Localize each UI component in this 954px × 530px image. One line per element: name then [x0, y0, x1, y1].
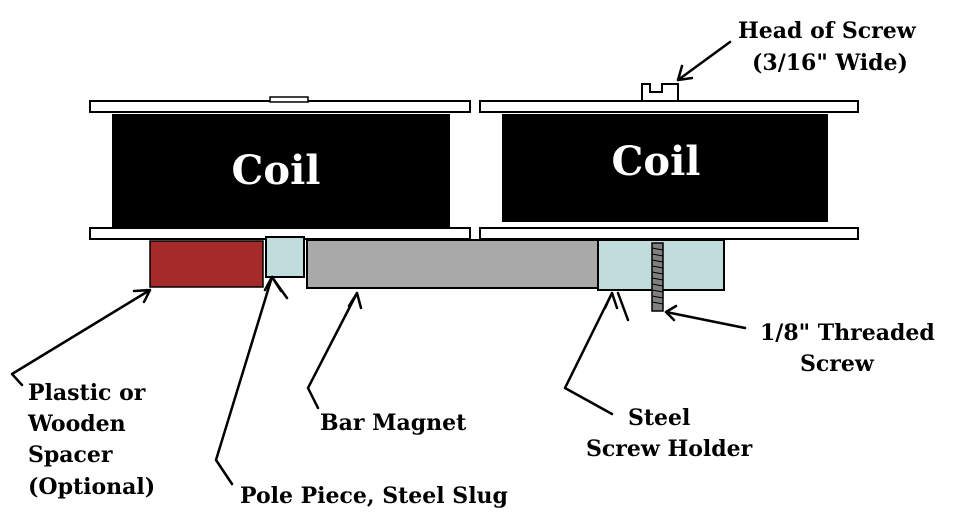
- left-coil-top-flange-slot: [269, 96, 309, 103]
- screw-holder-label-line1: Steel: [628, 405, 690, 431]
- right-coil-winding: [502, 114, 828, 222]
- right-coil-bottom-flange: [479, 227, 859, 240]
- spacer-label-line2: Wooden: [27, 411, 126, 437]
- bar-magnet-arrow: [306, 291, 363, 410]
- threaded-screw-label-line2: Screw: [800, 351, 875, 377]
- spacer-label-line4: (Optional): [28, 474, 155, 500]
- threaded-screw: [651, 242, 664, 312]
- pole-piece-hook: [270, 275, 289, 300]
- screw-holder-hook: [616, 291, 630, 322]
- right-coil: Coil: [479, 100, 859, 240]
- left-coil-label: Coil: [232, 147, 321, 194]
- pole-piece-label: Pole Piece, Steel Slug: [240, 483, 508, 509]
- screw-holder-arrow: [563, 291, 619, 416]
- head-of-screw-label-line1: Head of Screw: [738, 18, 917, 44]
- bar-magnet-block: [306, 239, 600, 289]
- spacer-label-line3: Spacer: [28, 442, 113, 468]
- threaded-screw-arrow: [664, 304, 747, 330]
- right-coil-label: Coil: [612, 138, 701, 185]
- left-coil: Coil: [89, 96, 471, 240]
- left-coil-winding: [112, 114, 450, 227]
- screw-holder-label-line2: Screw Holder: [586, 436, 753, 462]
- bar-magnet-label: Bar Magnet: [320, 410, 467, 436]
- screw-head: [641, 83, 679, 102]
- pole-piece-slug: [265, 236, 305, 278]
- head-of-screw-arrow: [676, 40, 732, 82]
- threaded-screw-label-line1: 1/8" Threaded: [760, 320, 935, 346]
- right-coil-top-flange: [479, 100, 859, 113]
- spacer-block: [149, 240, 264, 288]
- head-of-screw-label-line2: (3/16" Wide): [752, 50, 908, 76]
- spacer-arrow: [10, 288, 152, 387]
- pole-piece-arrow: [214, 275, 283, 486]
- spacer-label-line1: Plastic or: [28, 380, 146, 406]
